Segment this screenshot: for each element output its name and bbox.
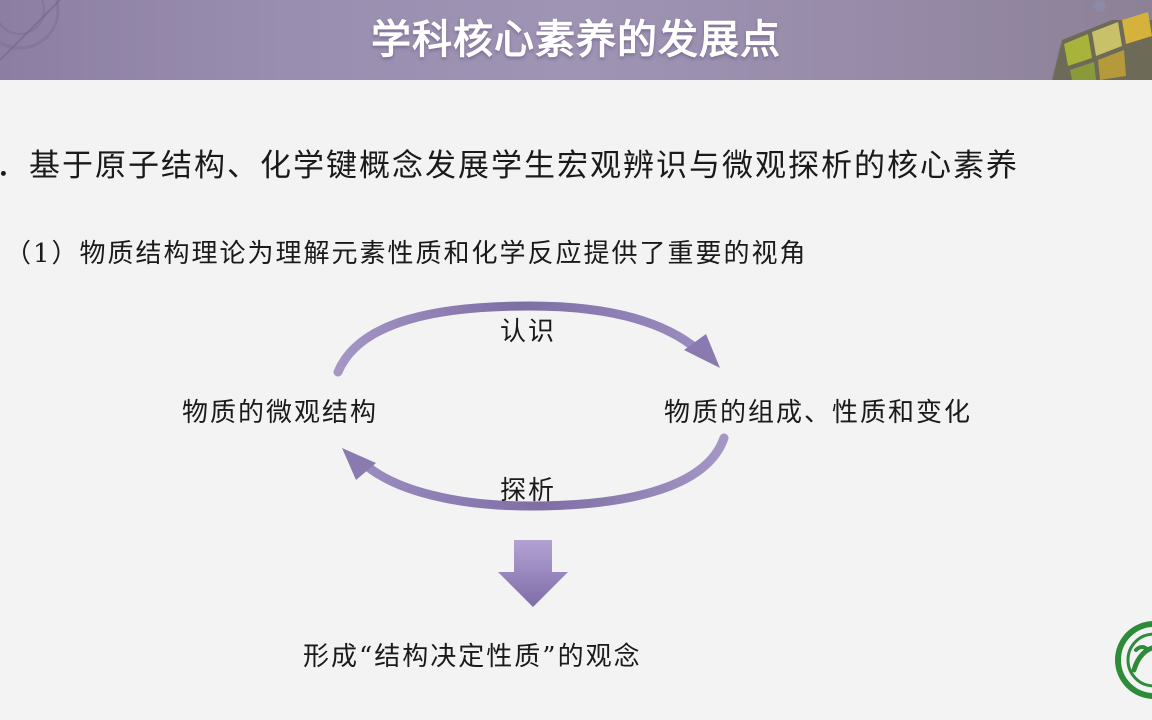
left-node-label: 物质的微观结构 — [182, 398, 379, 428]
arrowhead-right — [684, 334, 720, 368]
down-arrow — [498, 540, 568, 607]
arrowhead-left — [342, 448, 376, 480]
cycle-arrow-bottom — [357, 433, 729, 511]
point-2-text: （1）物质结构理论为理解元素性质和化学反应提供了重要的视角 — [5, 239, 808, 269]
molecule-decoration-icon — [0, 0, 61, 61]
page-title: 学科核心素养的发展点 — [371, 17, 781, 63]
school-logo-icon — [1115, 621, 1152, 699]
cycle-arrow-top — [333, 301, 703, 377]
conclusion-text: 形成“结构决定性质”的观念 — [303, 642, 642, 672]
top-arrow-label: 认识 — [500, 317, 557, 347]
cube-decoration-icon — [1052, 0, 1152, 80]
bottom-arrow-label: 探析 — [500, 476, 557, 506]
point-1-text: ．基于原子结构、化学键概念发展学生宏观辨识与微观探析的核心素养 — [0, 148, 1019, 184]
title-banner: 学科核心素养的发展点 — [0, 0, 1152, 80]
right-node-label: 物质的组成、性质和变化 — [664, 398, 973, 428]
